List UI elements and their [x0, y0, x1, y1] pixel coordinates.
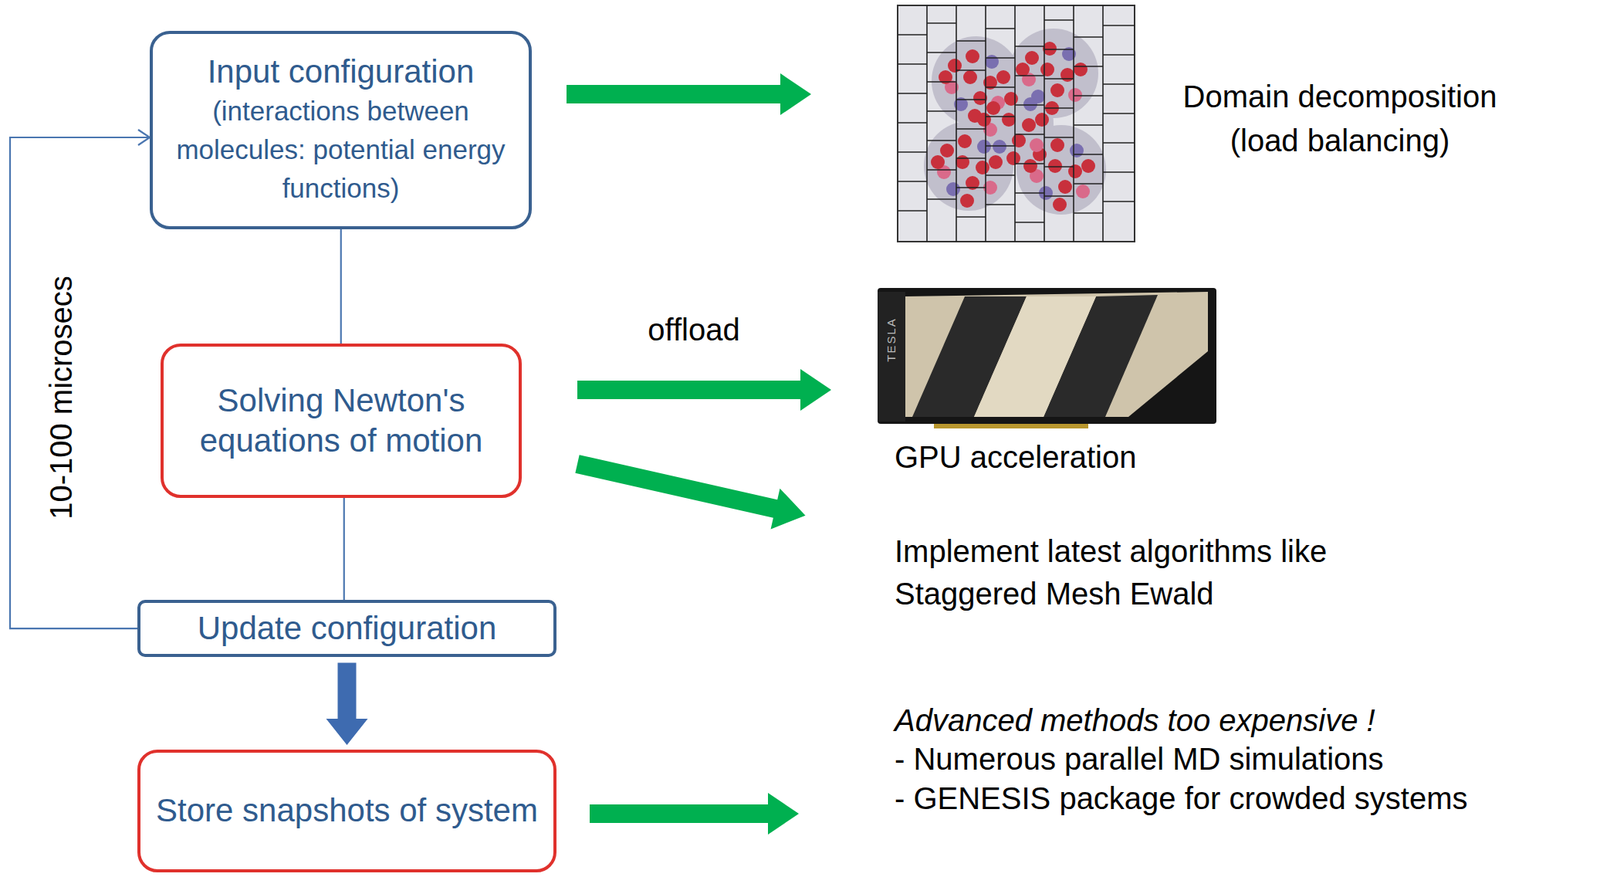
block-arrow — [326, 662, 369, 745]
process-box: Update configuration — [137, 599, 557, 657]
process-box: Input configuration(interactions between… — [149, 30, 532, 230]
box-title: Input configuration — [207, 52, 475, 92]
connector — [10, 129, 150, 629]
box-title: Solving Newton's equations of motion — [179, 380, 504, 462]
box-title: Update configuration — [197, 608, 498, 648]
arrow-head — [138, 129, 150, 146]
card-brand: TESLA — [884, 317, 899, 362]
process-box: Solving Newton's equations of motion — [160, 343, 522, 498]
connector — [343, 497, 345, 600]
list-item: - GENESIS package for crowded systems — [894, 779, 1469, 817]
connector — [340, 229, 342, 344]
connector-line — [343, 497, 346, 600]
domain-grid-picture — [897, 5, 1135, 242]
process-box: Store snapshots of system — [137, 749, 557, 873]
arrow-label: offload — [616, 311, 772, 349]
note-text: Advanced methods too expensive ! — [894, 701, 1376, 739]
picture-caption: Domain decomposition — [1123, 77, 1557, 116]
connector — [326, 662, 369, 745]
gpu-card-picture — [877, 287, 1217, 429]
picture-caption: (load balancing) — [1123, 121, 1557, 159]
connector-line — [340, 229, 342, 344]
picture-caption: GPU acceleration — [894, 438, 1137, 476]
list-item: - Numerous parallel MD simulations — [894, 740, 1384, 778]
box-note: (interactions between molecules: potenti… — [168, 91, 514, 208]
connector-line — [10, 137, 150, 629]
box-title: Store snapshots of system — [155, 790, 538, 832]
green-arrows — [566, 73, 832, 835]
note-text: Implement latest algorithms like Stagger… — [894, 530, 1451, 616]
duration-label: 10-100 microsecs — [42, 275, 80, 520]
